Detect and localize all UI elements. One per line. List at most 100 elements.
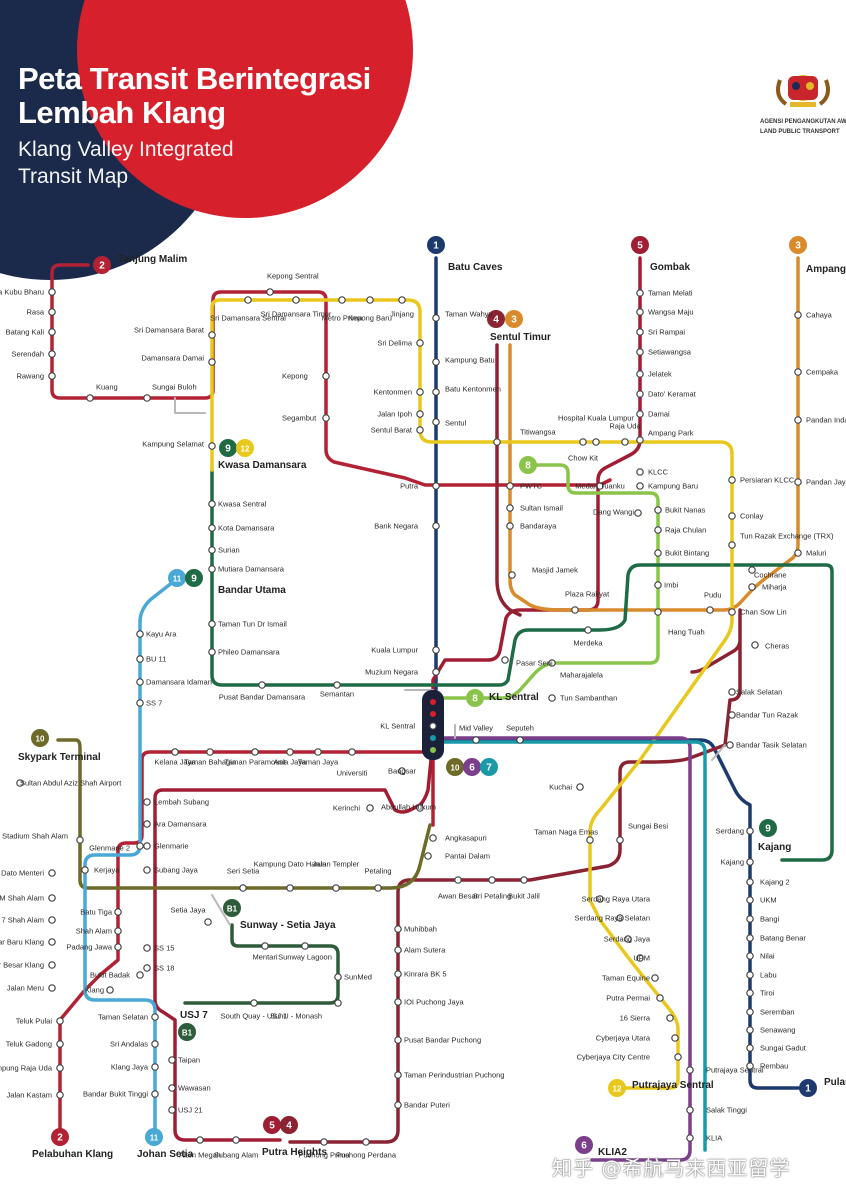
- station-label[interactable]: Serendah: [11, 350, 44, 359]
- station-dot[interactable]: [151, 1063, 159, 1071]
- station-label[interactable]: Taipan: [178, 1056, 200, 1065]
- station-label[interactable]: Sri Petaling: [473, 892, 511, 901]
- station-dot[interactable]: [636, 370, 644, 378]
- station-label[interactable]: Jalan Templer: [313, 860, 360, 869]
- station-dot[interactable]: [432, 522, 440, 530]
- station-dot[interactable]: [151, 1040, 159, 1048]
- station-label[interactable]: Sri Damansara Sentral: [210, 314, 286, 323]
- station-label[interactable]: Medan Tuanku: [575, 482, 625, 491]
- station-dot[interactable]: [686, 1134, 694, 1142]
- station-label[interactable]: Awan Besar: [438, 892, 479, 901]
- station-label[interactable]: Tun Sambanthan: [560, 694, 617, 703]
- station-label[interactable]: Seksyen 7 Shah Alam: [0, 916, 44, 925]
- station-dot[interactable]: [596, 895, 604, 903]
- station-label[interactable]: Phileo Damansara: [218, 648, 281, 657]
- station-label[interactable]: Kepong: [282, 372, 308, 381]
- station-dot[interactable]: [746, 1062, 754, 1070]
- station-dot[interactable]: [728, 688, 736, 696]
- line-badge-b7a[interactable]: 7: [480, 758, 498, 776]
- station-label[interactable]: Salak Tinggi: [706, 1106, 747, 1115]
- station-label[interactable]: Hospital Kuala Lumpur: [558, 414, 634, 423]
- station-label[interactable]: Kepong Baru: [348, 314, 392, 323]
- station-label[interactable]: Titiwangsa: [520, 428, 556, 437]
- station-dot[interactable]: [728, 541, 736, 549]
- station-label[interactable]: IOI Puchong Jaya: [404, 998, 464, 1007]
- station-label[interactable]: Jalan Meru: [7, 984, 44, 993]
- station-dot[interactable]: [143, 842, 151, 850]
- station-label[interactable]: Imbi: [664, 581, 679, 590]
- station-label[interactable]: SunMed: [344, 973, 372, 982]
- station-dot[interactable]: [143, 944, 151, 952]
- station-label[interactable]: Bank Negara: [374, 522, 419, 531]
- station-label[interactable]: SunU - Monash: [270, 1012, 322, 1021]
- station-label[interactable]: Setiawangsa: [648, 348, 692, 357]
- station-dot[interactable]: [143, 820, 151, 828]
- station-dot[interactable]: [106, 986, 114, 994]
- station-label[interactable]: Jinjang: [390, 310, 414, 319]
- station-label[interactable]: Padang Jawa: [67, 943, 113, 952]
- station-label[interactable]: Kota Damansara: [218, 524, 275, 533]
- station-dot[interactable]: [286, 884, 294, 892]
- station-dot[interactable]: [48, 938, 56, 946]
- station-label[interactable]: Dato Menteri: [1, 869, 44, 878]
- station-label[interactable]: Bandar Tasik Selatan: [736, 741, 807, 750]
- line-badge-b9a[interactable]: 9: [219, 439, 237, 457]
- station-label[interactable]: Kampung Baru: [648, 482, 698, 491]
- station-label[interactable]: Persiaran KLCC: [740, 476, 795, 485]
- station-label[interactable]: Masjid Jamek: [532, 566, 578, 575]
- station-dot[interactable]: [636, 348, 644, 356]
- station-label[interactable]: Jalan Ipoh: [377, 410, 412, 419]
- line-badge-b11a[interactable]: 11: [168, 569, 186, 587]
- station-label[interactable]: Senawang: [760, 1026, 795, 1035]
- station-dot[interactable]: [48, 894, 56, 902]
- station-dot[interactable]: [616, 836, 624, 844]
- station-dot[interactable]: [656, 994, 664, 1002]
- station-label[interactable]: Cochrane: [754, 571, 787, 580]
- station-dot[interactable]: [292, 296, 300, 304]
- station-dot[interactable]: [634, 509, 642, 517]
- station-dot[interactable]: [654, 581, 662, 589]
- station-dot[interactable]: [48, 350, 56, 358]
- station-label[interactable]: Shah Alam: [76, 927, 112, 936]
- station-dot[interactable]: [454, 876, 462, 884]
- station-dot[interactable]: [746, 896, 754, 904]
- station-dot[interactable]: [208, 648, 216, 656]
- station-label[interactable]: Taman Bahagia: [184, 758, 237, 767]
- station-dot[interactable]: [726, 741, 734, 749]
- station-label[interactable]: Taman Equine: [602, 974, 650, 983]
- station-label[interactable]: Kajang: [721, 858, 744, 867]
- station-dot[interactable]: [114, 927, 122, 935]
- station-label[interactable]: Bandar Baru Klang: [0, 938, 44, 947]
- station-label[interactable]: Alam Sutera: [404, 946, 446, 955]
- station-label[interactable]: Klang Jaya: [111, 1063, 149, 1072]
- station-label[interactable]: Maluri: [806, 549, 827, 558]
- station-dot[interactable]: [728, 608, 736, 616]
- station-dot[interactable]: [143, 866, 151, 874]
- station-dot[interactable]: [686, 1066, 694, 1074]
- station-dot[interactable]: [746, 971, 754, 979]
- station-label[interactable]: Cempaka: [806, 368, 839, 377]
- station-label[interactable]: KLIA: [706, 1134, 722, 1143]
- station-label[interactable]: Batang Kali: [6, 328, 45, 337]
- station-label[interactable]: Cyberjaya City Centre: [577, 1053, 650, 1062]
- station-dot[interactable]: [208, 620, 216, 628]
- station-dot[interactable]: [56, 1017, 64, 1025]
- station-label[interactable]: Kajang 2: [760, 878, 790, 887]
- station-label[interactable]: Batang Benar: [760, 934, 806, 943]
- station-label[interactable]: Sri Damansara Barat: [134, 326, 205, 335]
- station-label[interactable]: Pusat Bandar Puchong: [404, 1036, 481, 1045]
- station-label[interactable]: Rawang: [16, 372, 44, 381]
- station-dot[interactable]: [398, 767, 406, 775]
- station-label[interactable]: Puchong Prima: [298, 1151, 350, 1160]
- station-dot[interactable]: [208, 565, 216, 573]
- station-label[interactable]: Kerinchi: [333, 804, 360, 813]
- station-label[interactable]: Taman Perindustrian Puchong: [404, 1071, 504, 1080]
- station-dot[interactable]: [168, 1084, 176, 1092]
- station-dot[interactable]: [636, 436, 644, 444]
- station-dot[interactable]: [746, 934, 754, 942]
- station-label[interactable]: Sri Rampai: [648, 328, 685, 337]
